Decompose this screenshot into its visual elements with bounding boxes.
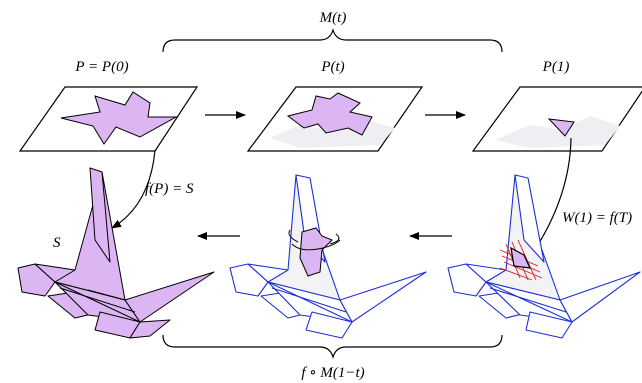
bottom-brace-label: f ∘ M(1−t)	[301, 365, 364, 381]
crane-surface-s	[17, 167, 215, 339]
label-p-end: P(1)	[542, 59, 570, 75]
polygon-p1	[547, 118, 575, 137]
crane-end	[447, 174, 641, 339]
rotation-arc	[291, 239, 341, 251]
top-brace	[162, 27, 503, 53]
map-label-w: W(1) = f(T)	[562, 210, 632, 226]
mapped-polygon-mid	[299, 227, 333, 277]
label-p-start: P = P(0)	[74, 59, 128, 75]
bottom-brace	[162, 334, 503, 360]
crane-mid	[229, 174, 427, 339]
surface-label: S	[53, 235, 61, 251]
map-label-f: f(P) = S	[145, 181, 194, 197]
rotation-icon	[288, 229, 340, 245]
map-arrow-f	[111, 149, 156, 229]
mapped-polygon-end	[510, 246, 531, 269]
plane-2	[246, 86, 424, 152]
polygon-p	[60, 91, 178, 145]
plane-3	[471, 86, 642, 152]
top-brace-label: M(t)	[319, 10, 347, 26]
plane-1	[18, 86, 199, 152]
shadow-shape	[495, 116, 620, 148]
polygon-pt	[286, 92, 373, 136]
label-p-mid: P(t)	[320, 59, 344, 75]
